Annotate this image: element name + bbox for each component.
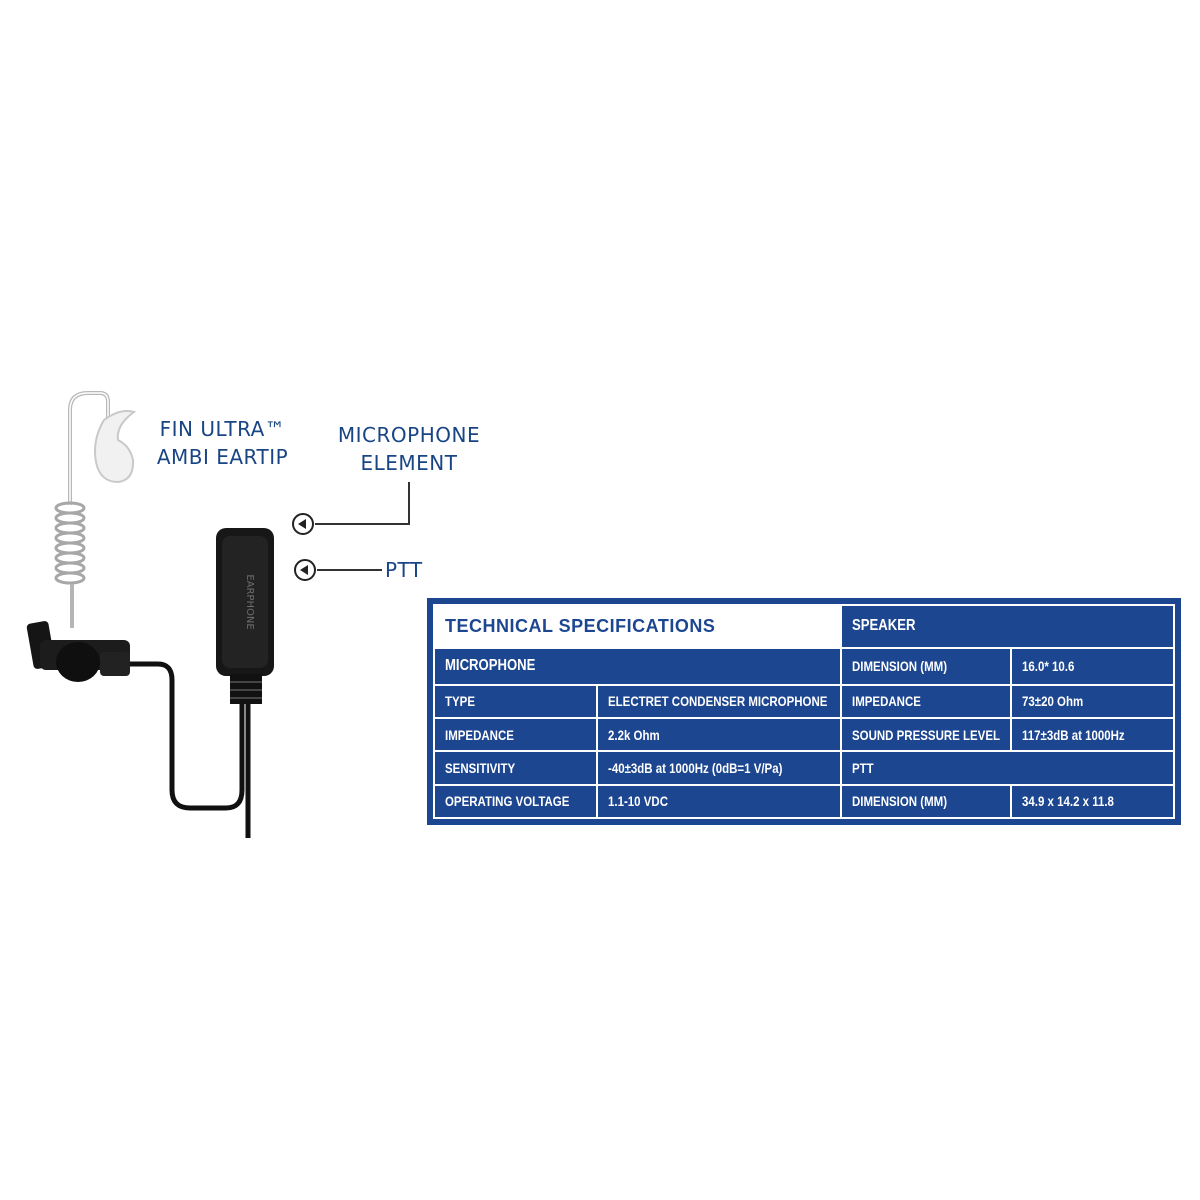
spec-label: DIMENSION (MM) xyxy=(839,783,1013,820)
spec-value: ELECTRET CONDENSER MICROPHONE xyxy=(595,683,842,719)
spec-label: OPERATING VOLTAGE xyxy=(433,783,598,820)
microphone-callout-line2: ELEMENT xyxy=(360,451,458,475)
spec-value: 1.1-10 VDC xyxy=(595,783,842,820)
table-row: IMPEDANCE 2.2k Ohm SOUND PRESSURE LEVEL … xyxy=(433,716,1175,753)
ptt-callout: PTT xyxy=(385,558,423,582)
spec-value: 34.9 x 14.2 x 11.8 xyxy=(1010,783,1175,820)
table-row: TYPE ELECTRET CONDENSER MICROPHONE IMPED… xyxy=(433,683,1175,719)
eartip xyxy=(94,410,137,484)
spec-label: SOUND PRESSURE LEVEL xyxy=(839,716,1013,753)
spec-label: IMPEDANCE xyxy=(839,683,1013,719)
transducer xyxy=(56,642,100,682)
eartip-callout-line2: AMBI EARTIP xyxy=(156,445,289,469)
spec-value: 73±20 Ohm xyxy=(1010,683,1175,719)
microphone-callout: MICROPHONE ELEMENT xyxy=(325,421,493,477)
spec-label: IMPEDANCE xyxy=(433,716,598,753)
table-row: MICROPHONE DIMENSION (MM) 16.0* 10.6 xyxy=(433,646,1175,686)
cable xyxy=(130,661,245,811)
technical-specifications-table: TECHNICAL SPECIFICATIONS SPEAKER MICROPH… xyxy=(427,598,1181,825)
spec-value: -40±3dB at 1000Hz (0dB=1 V/Pa) xyxy=(595,750,842,786)
eartip-callout: FIN ULTRA™ AMBI EARTIP xyxy=(140,415,305,471)
spec-label: SENSITIVITY xyxy=(433,750,598,786)
spec-value: 2.2k Ohm xyxy=(595,716,842,753)
ptt-heading: PTT xyxy=(839,750,1176,786)
eartip-callout-line1: FIN ULTRA™ xyxy=(159,417,286,441)
ptt-logo: EARPHONE xyxy=(244,574,255,629)
spec-value: 117±3dB at 1000Hz xyxy=(1010,716,1175,753)
coil-tube xyxy=(54,501,86,585)
spec-value: 16.0* 10.6 xyxy=(1010,646,1175,686)
table-row: OPERATING VOLTAGE 1.1-10 VDC DIMENSION (… xyxy=(433,783,1175,820)
spec-label: DIMENSION (MM) xyxy=(839,646,1013,686)
microphone-heading: MICROPHONE xyxy=(433,646,842,686)
microphone-callout-line1: MICROPHONE xyxy=(337,423,481,447)
table-row: SENSITIVITY -40±3dB at 1000Hz (0dB=1 V/P… xyxy=(433,750,1176,786)
table-row: TECHNICAL SPECIFICATIONS SPEAKER xyxy=(433,604,1176,649)
table-title: TECHNICAL SPECIFICATIONS xyxy=(433,604,842,649)
speaker-heading: SPEAKER xyxy=(839,604,1176,649)
spec-label: TYPE xyxy=(433,683,598,719)
